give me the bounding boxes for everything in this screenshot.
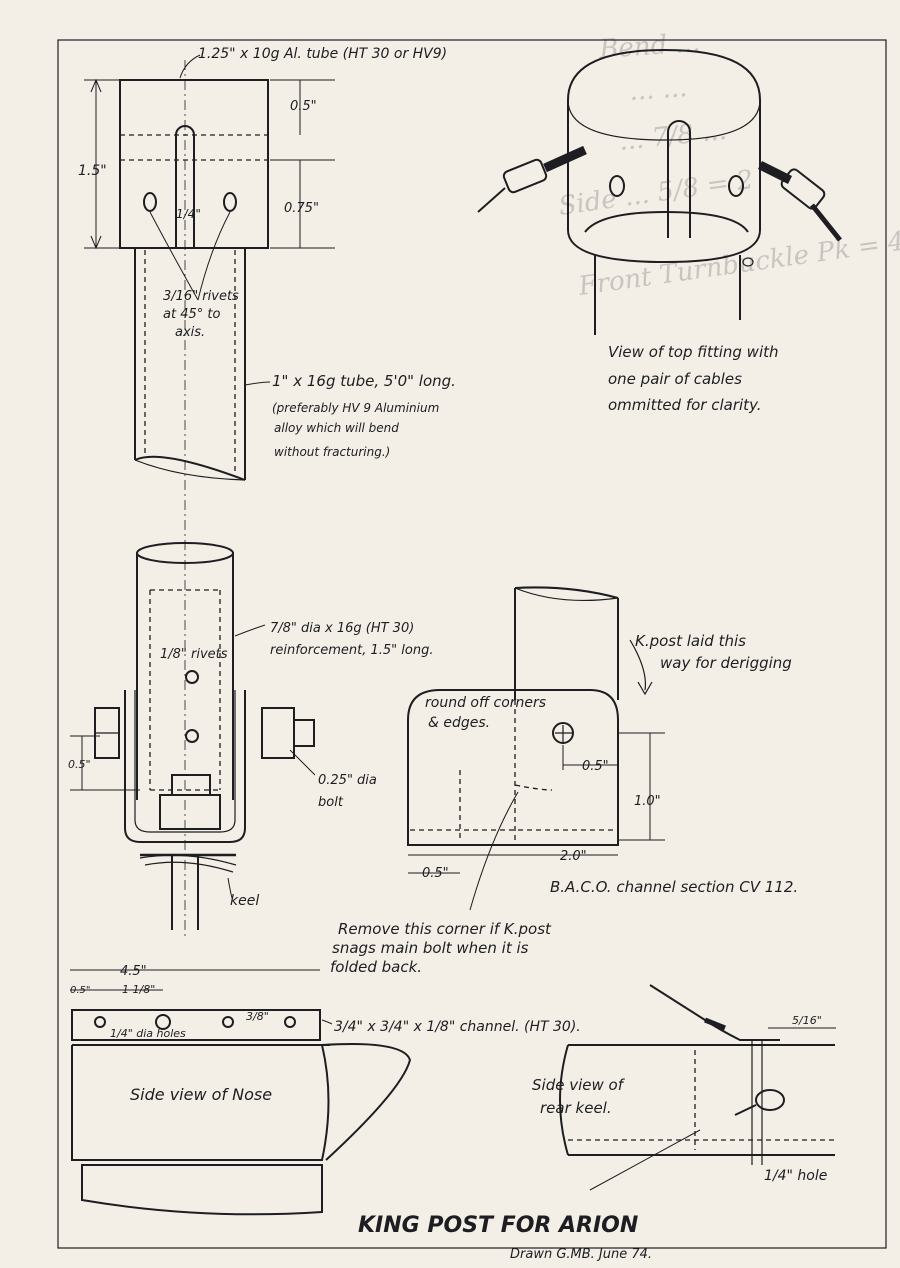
- nut-right: [261, 707, 295, 759]
- remove-note-2: snags main bolt when it is: [332, 939, 529, 957]
- nose-view-label: Side view of Nose: [130, 1085, 272, 1104]
- nose-plate: [81, 1164, 323, 1216]
- nose-holes-label: 1/4" dia holes: [110, 1027, 186, 1040]
- rear-keel-view: 5/16" Side view of rear keel. 1/4" hole: [532, 984, 836, 1191]
- perspective-slot: [667, 120, 691, 238]
- dim-top: 0.5": [290, 99, 317, 114]
- dim-slot: 0.75": [284, 201, 319, 216]
- rivet-left: [143, 192, 157, 212]
- rear-dim-offset: 5/16": [792, 1014, 822, 1027]
- rivets-label-1: 3/16" rivets: [163, 289, 239, 304]
- ghost-handwriting: Bend ... ... ... ... 7/8 ... Side ... 5/…: [557, 28, 900, 302]
- reinforcement-label-2: reinforcement, 1.5" long.: [270, 643, 433, 658]
- corners-label-1: round off corners: [425, 695, 546, 711]
- ghost-line-1: Bend ...: [597, 28, 701, 65]
- rear-hole-label: 1/4" hole: [764, 1168, 827, 1184]
- derig-label-1: K.post laid this: [635, 632, 746, 650]
- rear-view-label-2: rear keel.: [540, 1099, 612, 1117]
- nose-dim-total: 4.5": [120, 964, 147, 979]
- dim-bolt: 0.5": [68, 758, 91, 771]
- derig-label-2: way for derigging: [660, 654, 792, 672]
- channel-detail: 0.5" 1.0" 2.0" 0.5" K.post laid this way…: [330, 586, 798, 976]
- nose-dim-pitch: 1 1/8": [122, 983, 155, 996]
- tube-label-4: without fracturing.): [274, 445, 390, 459]
- nose-channel: [71, 1009, 321, 1041]
- small-rivets-label: 1/8" rivets: [160, 647, 228, 662]
- bolt-label-1: 0.25" dia: [318, 773, 377, 788]
- drawn-by: Drawn G.MB. June 74.: [510, 1247, 652, 1262]
- remove-note-3: folded back.: [330, 958, 422, 976]
- corners-label-2: & edges.: [428, 715, 490, 731]
- keel-label: keel: [230, 893, 259, 909]
- rear-view-label-1: Side view of: [532, 1076, 626, 1094]
- u-bracket: [124, 690, 246, 843]
- channel-body: [407, 689, 619, 846]
- tube-label-3: alloy which will bend: [274, 421, 399, 435]
- dim-overall: 1.5": [78, 163, 107, 179]
- rear-keel-eye: [755, 1089, 785, 1111]
- rivets-label-2: at 45° to: [163, 307, 220, 322]
- drawing-title: KING POST FOR ARION: [358, 1213, 638, 1238]
- bottom-fitting: 0.5" 7/8" dia x 16g (HT 30) reinforcemen…: [68, 542, 433, 930]
- ghost-line-5: Front Turnbuckle Pk = 4 H: [576, 222, 900, 302]
- rivet-right: [223, 192, 237, 212]
- tube-label-1: 1" x 16g tube, 5'0" long.: [272, 372, 456, 390]
- nose-dim-first: 0.5": [70, 985, 91, 996]
- top-fitting: 1.5" 0.5" 0.75" 1/4" 1.25" x 10g Al. tub…: [78, 46, 456, 481]
- dim-hole: 0.5": [582, 759, 609, 774]
- drawing-border: [57, 39, 887, 1249]
- reinforcement-label-1: 7/8" dia x 16g (HT 30): [270, 621, 414, 636]
- dim-left: 0.5": [422, 866, 449, 881]
- baco-label: B.A.C.O. channel section CV 112.: [550, 878, 798, 896]
- ghost-line-4: Side ... 5/8 = 2: [557, 165, 755, 222]
- top-material-label: 1.25" x 10g Al. tube (HT 30 or HV9): [198, 46, 447, 62]
- dim-length: 2.0": [560, 849, 587, 864]
- view-note-1: View of top fitting with: [608, 343, 779, 361]
- view-note-2: one pair of cables: [608, 370, 742, 388]
- dim-height: 1.0": [634, 794, 661, 809]
- perspective-rivet-left: [609, 175, 625, 197]
- rivets-label-3: axis.: [175, 325, 205, 340]
- view-note-3: ommitted for clarity.: [608, 396, 762, 414]
- nose-view: 4.5" 0.5" 1 1/8" 3/8" 1/4" dia holes 3/4…: [70, 964, 581, 1216]
- slot: [175, 125, 195, 248]
- ghost-line-2: ... ...: [628, 73, 688, 107]
- nose-dim-height: 3/8": [246, 1010, 269, 1023]
- upper-rivet: [185, 670, 199, 684]
- top-fitting-perspective: View of top fitting with one pair of cab…: [477, 48, 842, 414]
- perspective-rivet-right: [728, 175, 744, 197]
- bolt-label-2: bolt: [318, 795, 344, 810]
- left-cable-eye: [543, 145, 587, 173]
- keel-bolt-nut: [159, 794, 221, 830]
- tube-label-2: (preferably HV 9 Aluminium: [272, 401, 439, 415]
- nose-channel-label: 3/4" x 3/4" x 1/8" channel. (HT 30).: [334, 1019, 581, 1035]
- remove-note-1: Remove this corner if K.post: [338, 920, 552, 938]
- nose-tube: [71, 1044, 330, 1161]
- lower-rivet: [185, 729, 199, 743]
- channel-bolt-hole: [552, 722, 574, 744]
- dim-slot-width: 1/4": [176, 207, 201, 221]
